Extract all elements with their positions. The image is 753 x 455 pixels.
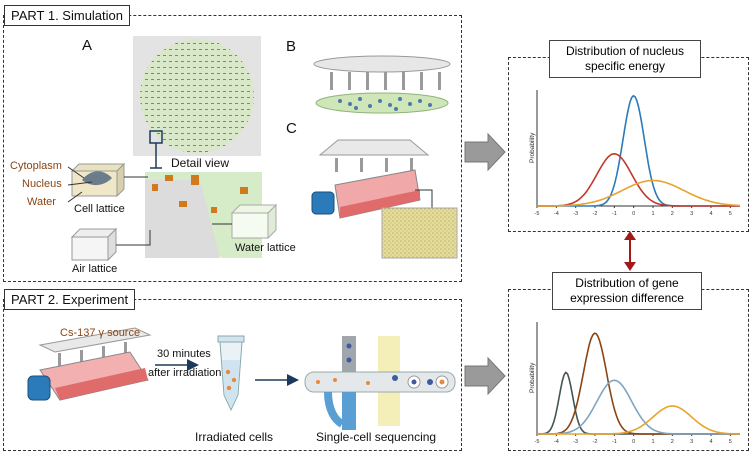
x-tick-label: 2 [671, 439, 674, 445]
x-tick-label: 4 [709, 211, 712, 217]
x-tick-label: 1 [651, 211, 654, 217]
chart2-title: Distribution of gene expression differen… [552, 272, 702, 310]
lattice-circle [140, 39, 254, 153]
time-label-1: 30 minutes [157, 348, 211, 360]
cell-lattice-label: Cell lattice [74, 203, 125, 215]
water-lattice-label: Water lattice [235, 242, 296, 254]
x-tick-label: 4 [709, 439, 712, 445]
air-lattice-cube [70, 227, 118, 262]
series-line [537, 405, 740, 435]
x-tick-label: 5 [729, 211, 732, 217]
source-label: Cs-137 γ source [60, 327, 141, 339]
x-tick-label: -3 [573, 439, 578, 445]
source-flask [27, 327, 152, 401]
series-line [537, 179, 741, 207]
x-tick-label: -2 [593, 211, 598, 217]
x-tick-label: 1 [651, 439, 654, 445]
x-tick-label: -3 [573, 211, 578, 217]
series-line [537, 371, 740, 435]
series-line [537, 94, 740, 207]
panel-c-flask [311, 139, 430, 219]
x-tick-label: 0 [632, 439, 635, 445]
arrow-to-chart2 [464, 356, 506, 396]
x-tick-label: -1 [612, 439, 617, 445]
nucleus-label: Nucleus [22, 178, 62, 190]
y-axis-label: Probability [529, 132, 536, 163]
chart-nucleus-energy: -5 -4 -3 -2 -1 0 1 2 3 4 5 Probability [529, 90, 741, 217]
x-tick-label: 3 [690, 439, 693, 445]
panel-b-illustration [313, 55, 451, 114]
part2-title: PART 2. Experiment [4, 289, 136, 310]
series-line [537, 379, 740, 435]
cytoplasm-label: Cytoplasm [10, 160, 62, 172]
air-lattice-label: Air lattice [72, 263, 118, 275]
time-label-2: after irradiation [148, 367, 222, 379]
y-axis-label: Probability [529, 362, 536, 393]
x-tick-label: -5 [535, 439, 540, 445]
x-tick-label: -4 [554, 439, 559, 445]
x-tick-label: 0 [632, 211, 635, 217]
cell-lattice-cube [70, 162, 126, 198]
x-tick-label: -5 [535, 211, 540, 217]
panel-b-label: B [286, 38, 297, 55]
x-tick-label: -1 [612, 211, 617, 217]
series-line [537, 332, 740, 435]
microfluidic-chip [304, 336, 456, 430]
part2-box [3, 299, 462, 451]
x-tick-label: 2 [671, 211, 674, 217]
water-label: Water [27, 196, 56, 208]
panel-c-micro-view [381, 207, 458, 259]
x-tick-label: 3 [690, 211, 693, 217]
scs-label: Single-cell sequencing [316, 430, 437, 444]
irradiated-cells-label: Irradiated cells [195, 430, 274, 444]
chart1-title: Distribution of nucleus specific energy [549, 40, 701, 78]
water-lattice-cube [230, 203, 278, 240]
panel-c-label: C [286, 120, 297, 137]
x-tick-label: -4 [554, 211, 559, 217]
x-tick-label: -2 [593, 439, 598, 445]
tube-icon [217, 335, 245, 412]
part1-title: PART 1. Simulation [4, 5, 130, 26]
arrow-to-chart1 [464, 132, 506, 172]
series-line [537, 152, 740, 207]
panel-a-label: A [82, 37, 93, 54]
detail-view-label: Detail view [171, 156, 230, 170]
part1-box [3, 15, 462, 282]
x-tick-label: 5 [729, 439, 732, 445]
chart-gene-expression: -5 -4 -3 -2 -1 0 1 2 3 4 5 Probability [529, 322, 740, 445]
